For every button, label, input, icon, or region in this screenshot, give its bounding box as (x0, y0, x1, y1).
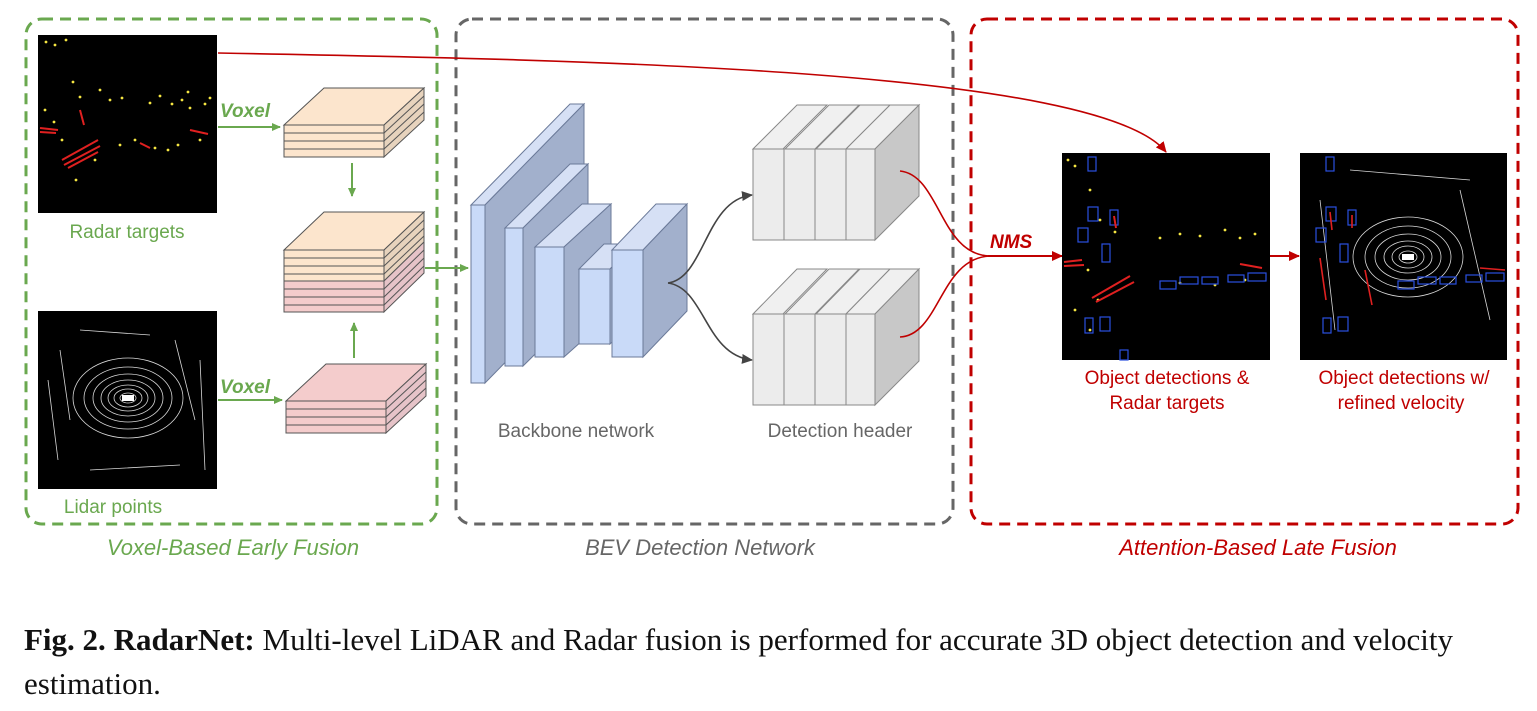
backbone-label: Backbone network (498, 421, 655, 442)
detections-radar-label-line1: Object detections & (1085, 368, 1250, 389)
voxel-label-top: Voxel (220, 101, 271, 122)
early-fusion-frame (24, 17, 439, 526)
bev-network-frame (454, 17, 955, 526)
radar-targets-label: Radar targets (69, 222, 184, 243)
early-fusion-label: Voxel-Based Early Fusion (107, 535, 359, 560)
caption-text: Multi-level LiDAR and Radar fusion is pe… (24, 622, 1454, 701)
detections-radar-image (1062, 153, 1270, 361)
late-fusion-frame (969, 17, 1520, 526)
nms-label: NMS (990, 232, 1033, 253)
caption-fig-number: Fig. 2. (24, 622, 106, 657)
detections-radar-label-line2: Radar targets (1109, 393, 1224, 414)
lidar-points-label: Lidar points (64, 497, 162, 518)
refined-velocity-label-line2: refined velocity (1338, 393, 1465, 414)
voxel-label-bottom: Voxel (220, 377, 271, 398)
caption-title: RadarNet: (113, 622, 255, 657)
late-fusion-label: Attention-Based Late Fusion (1117, 535, 1397, 560)
refined-velocity-label-line1: Object detections w/ (1318, 368, 1490, 389)
detection-header-top (751, 103, 921, 242)
radar-targets-image (38, 35, 217, 213)
backbone-to-header-bottom-arrow (667, 282, 753, 364)
refined-velocity-image (1300, 153, 1507, 360)
backbone-network (469, 102, 689, 385)
backbone-to-header-top-arrow (667, 191, 753, 284)
detection-header-label: Detection header (768, 421, 913, 442)
radar-voxel-stack (282, 86, 426, 159)
header-top-to-nms-curve (899, 170, 991, 257)
fused-voxel-stack (282, 210, 426, 314)
lidar-voxel-stack (284, 362, 428, 435)
bev-network-label: BEV Detection Network (585, 535, 816, 560)
detection-header-bottom (751, 267, 921, 407)
lidar-points-image (38, 311, 217, 489)
radar-skip-arrow (217, 52, 1167, 153)
figure-caption: Fig. 2. RadarNet: Multi-level LiDAR and … (24, 618, 1524, 706)
header-bottom-to-nms-curve (899, 255, 991, 338)
